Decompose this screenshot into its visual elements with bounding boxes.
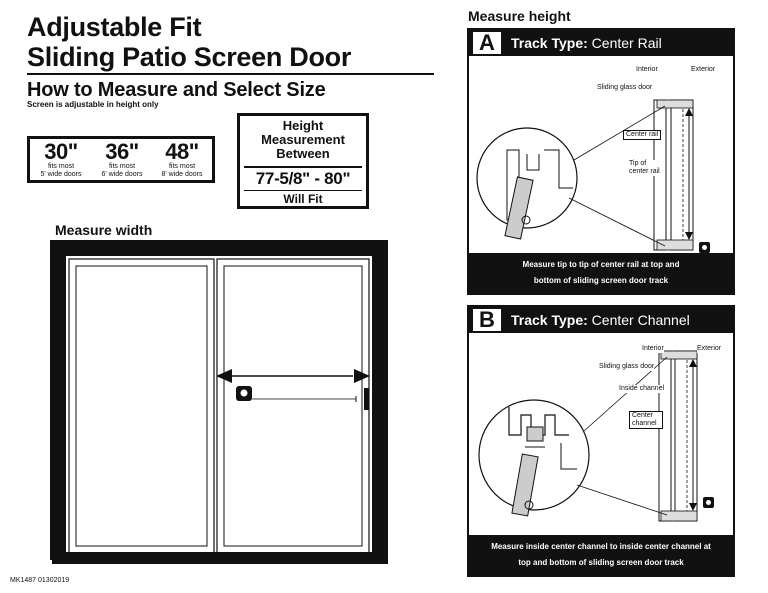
height-range: 77-5/8" - 80"	[255, 169, 351, 188]
panel-b-title-name: Center Channel	[591, 312, 690, 328]
glass-door-profile	[658, 350, 672, 522]
panel-b-instructions: Measure inside center channel to inside …	[469, 535, 733, 575]
patio-door-illustration	[50, 240, 388, 564]
size-doors: 8' wide doors	[161, 171, 203, 178]
panel-a-center-rail-label: Center rail	[623, 130, 662, 140]
height-divider-2	[244, 190, 362, 191]
size-option: 30" fits most 5' wide doors	[31, 141, 91, 179]
panel-b-header: B Track Type: Center Channel	[469, 307, 733, 333]
size-options-box: 30" fits most 5' wide doors 36" fits mos…	[27, 136, 215, 183]
track-type-b-panel: B Track Type: Center Channel Interior Ex…	[467, 305, 735, 577]
panel-b-instruction-line-1: Measure inside center channel to inside …	[491, 542, 711, 551]
height-title-2: Measurement	[261, 132, 345, 147]
panel-a-instruction-line-2: bottom of sliding screen door track	[533, 276, 669, 285]
size-fits: fits most	[108, 163, 136, 170]
panel-a-instruction-line-1: Measure tip to tip of center rail at top…	[522, 260, 680, 269]
panel-a-instructions: Measure tip to tip of center rail at top…	[469, 253, 733, 293]
panel-b-instruction-line-2: top and bottom of sliding screen door tr…	[518, 558, 684, 567]
detail-magnifier	[478, 399, 590, 511]
panel-a-title: Track Type: Center Rail	[511, 34, 662, 52]
panel-b-letter: B	[473, 309, 501, 331]
will-fit-label: Will Fit	[283, 192, 323, 206]
fixed-panel-glass	[75, 265, 208, 547]
panel-b-interior-label: Interior	[642, 345, 664, 353]
subtitle-note: Screen is adjustable in height only	[27, 100, 159, 109]
panel-a-title-name: Center Rail	[591, 35, 662, 51]
width-arrow-right	[354, 369, 370, 383]
sliding-panel-glass	[223, 265, 363, 547]
section-subtitle: How to Measure and Select Size	[27, 79, 326, 101]
panel-b-center-channel-label: Center channel	[629, 411, 663, 429]
top-track	[660, 350, 698, 360]
height-title-1: Height	[282, 118, 324, 133]
measure-height-label: Measure height	[468, 8, 571, 24]
height-divider	[244, 166, 362, 168]
panel-b-exterior-label: Exterior	[697, 345, 722, 353]
panel-a-exterior-label: Exterior	[691, 66, 716, 74]
screen-door-profile	[674, 350, 698, 522]
panel-a-glass-label: Sliding glass door	[597, 84, 653, 92]
size-doors: 6' wide doors	[101, 171, 143, 178]
panel-a-title-prefix: Track Type:	[511, 35, 588, 51]
size-value: 48"	[165, 139, 199, 164]
title-divider	[27, 73, 434, 75]
screen-door-profile	[670, 99, 694, 251]
panel-b-title: Track Type: Center Channel	[511, 311, 690, 329]
height-title-3: Between	[276, 146, 330, 161]
detail-magnifier	[476, 127, 578, 229]
panel-a-header: A Track Type: Center Rail	[469, 30, 733, 56]
door-frame-opening	[66, 256, 372, 556]
size-fits: fits most	[168, 163, 196, 170]
height-measurement-box: Height Measurement Between 77-5/8" - 80"…	[237, 113, 369, 209]
size-option: 48" fits most 8' wide doors	[152, 141, 212, 179]
title-line-2: Sliding Patio Screen Door	[27, 42, 352, 72]
door-threshold	[52, 552, 388, 564]
center-channel-diagram	[478, 350, 714, 522]
size-doors: 5' wide doors	[40, 171, 82, 178]
door-handle	[364, 388, 369, 410]
bottom-track	[656, 239, 694, 251]
panel-a-interior-label: Interior	[636, 66, 658, 74]
top-track	[656, 99, 694, 109]
panel-a-tip-label: Tip of center rail	[629, 160, 663, 176]
measure-width-label: Measure width	[55, 222, 153, 238]
size-option: 36" fits most 6' wide doors	[92, 141, 152, 179]
size-fits: fits most	[47, 163, 75, 170]
panel-b-title-prefix: Track Type:	[511, 312, 588, 328]
size-value: 36"	[105, 139, 139, 164]
panel-b-glass-label: Sliding glass door	[599, 363, 655, 371]
title-line-1: Adjustable Fit	[27, 12, 202, 42]
size-value: 30"	[44, 139, 78, 164]
bottom-track	[660, 510, 698, 522]
center-rail-diagram	[476, 99, 710, 253]
panel-b-inside-channel-label: Inside channel	[619, 385, 665, 393]
product-code: MK1487 01302019	[10, 577, 70, 584]
track-type-a-panel: A Track Type: Center Rail Interior Exter…	[467, 28, 735, 295]
width-arrow-left	[216, 369, 232, 383]
panel-a-letter: A	[473, 32, 501, 54]
